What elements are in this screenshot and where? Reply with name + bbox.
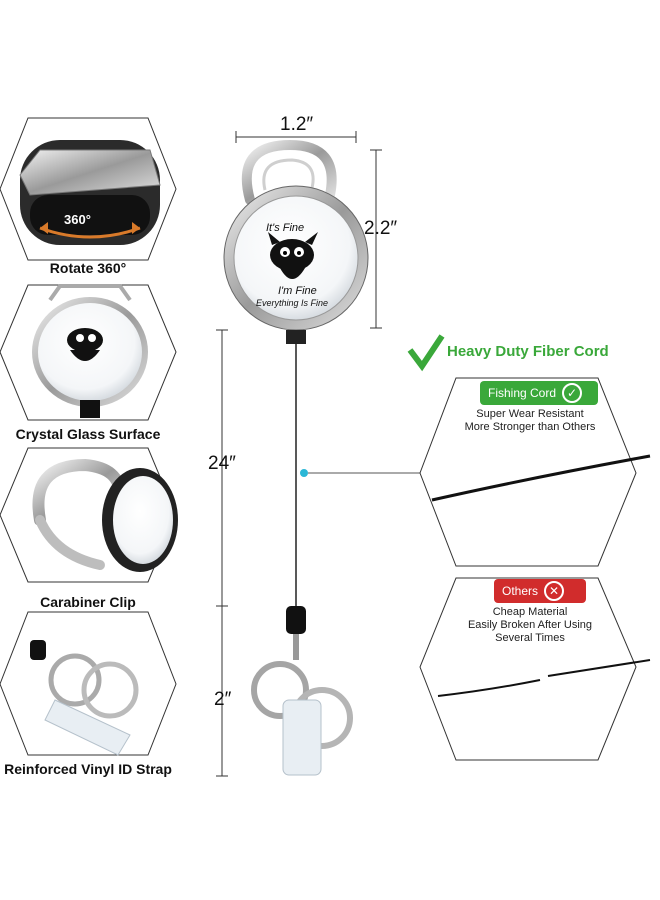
checkmark-circle-icon: ✓ (562, 383, 583, 403)
dimension-strap: 2″ (214, 689, 232, 710)
dimension-height: 2.2″ (364, 218, 398, 239)
others-badge: Others ✕ (494, 579, 586, 603)
others-label: Others (502, 584, 539, 598)
others-desc-3: Several Times (495, 632, 565, 644)
dimension-width: 1.2″ (280, 114, 314, 135)
fishing-cord-badge: Fishing Cord ✓ (480, 381, 598, 405)
carabiner-hexagon (0, 447, 178, 583)
rotate-badge-text: 360° (64, 212, 91, 227)
rotate-360-hexagon (0, 117, 177, 261)
strap-assembly (251, 606, 353, 776)
others-desc-1: Cheap Material (492, 606, 568, 618)
cord-marker-dot (300, 469, 308, 477)
feature-label-strap: Reinforced Vinyl ID Strap (4, 761, 172, 777)
feature-label-carabiner: Carabiner Clip (40, 594, 136, 610)
others-desc-2: Easily Broken After Using (467, 619, 593, 631)
feature-label-rotate: Rotate 360° (49, 260, 127, 276)
vinyl-strap-hexagon (0, 611, 177, 756)
dimension-lines (216, 131, 382, 777)
fishing-cord-hexagon (419, 377, 651, 567)
product-line-1: It's Fine (266, 222, 305, 234)
cross-circle-icon: ✕ (544, 581, 565, 601)
product-line-3: Everything Is Fine (256, 298, 329, 308)
fishing-desc-1: Super Wear Resistant (476, 408, 584, 420)
others-cord-hexagon (419, 577, 651, 761)
fishing-desc-2: More Stronger than Others (464, 421, 596, 433)
fishing-cord-label: Fishing Cord (488, 386, 557, 400)
badge-reel (223, 139, 369, 344)
dimension-cord: 24″ (208, 453, 236, 474)
check-icon (407, 334, 445, 372)
cord-heading: Heavy Duty Fiber Cord (447, 343, 609, 360)
feature-label-glass: Crystal Glass Surface (15, 426, 161, 442)
crystal-glass-hexagon (0, 284, 177, 421)
product-line-2: I'm Fine (278, 285, 317, 297)
